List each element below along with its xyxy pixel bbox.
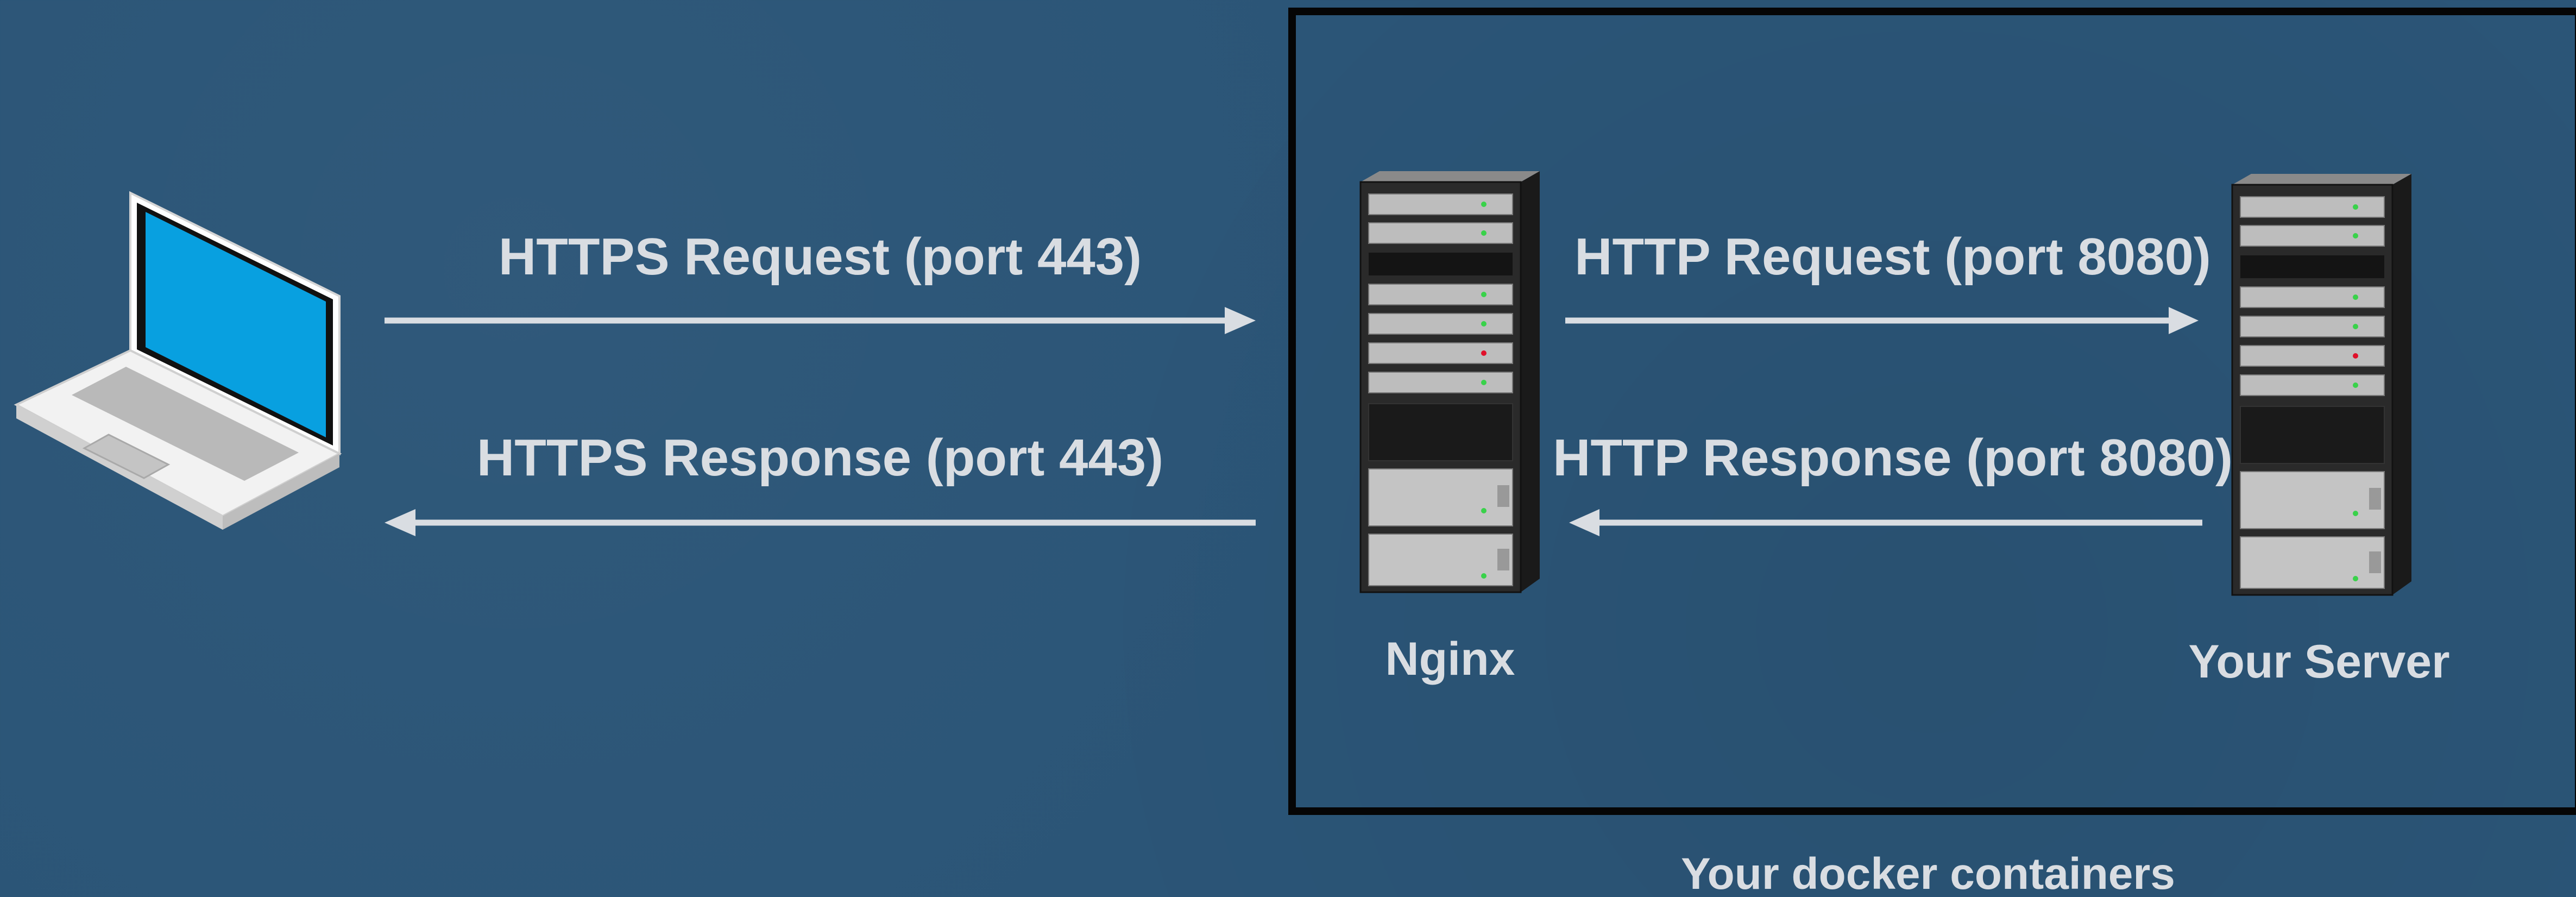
https-request-arrow <box>385 307 1256 334</box>
nginx-server-icon <box>1359 171 1540 593</box>
your-server-label: Your Server <box>2188 636 2450 688</box>
http-request-arrow <box>1565 307 2199 334</box>
https-request-label: HTTPS Request (port 443) <box>498 228 1142 286</box>
https-response-label: HTTPS Response (port 443) <box>476 429 1164 487</box>
http-response-label: HTTP Response (port 8080) <box>1553 429 2233 487</box>
http-request-label: HTTP Request (port 8080) <box>1574 228 2211 286</box>
https-response-arrow <box>385 509 1256 536</box>
http-response-arrow <box>1569 509 2202 536</box>
docker-container-box <box>1288 8 2576 815</box>
docker-containers-label: Your docker containers <box>1681 849 2175 897</box>
laptop-icon <box>14 191 342 530</box>
nginx-label: Nginx <box>1385 633 1515 685</box>
your-server-icon <box>2231 174 2411 596</box>
